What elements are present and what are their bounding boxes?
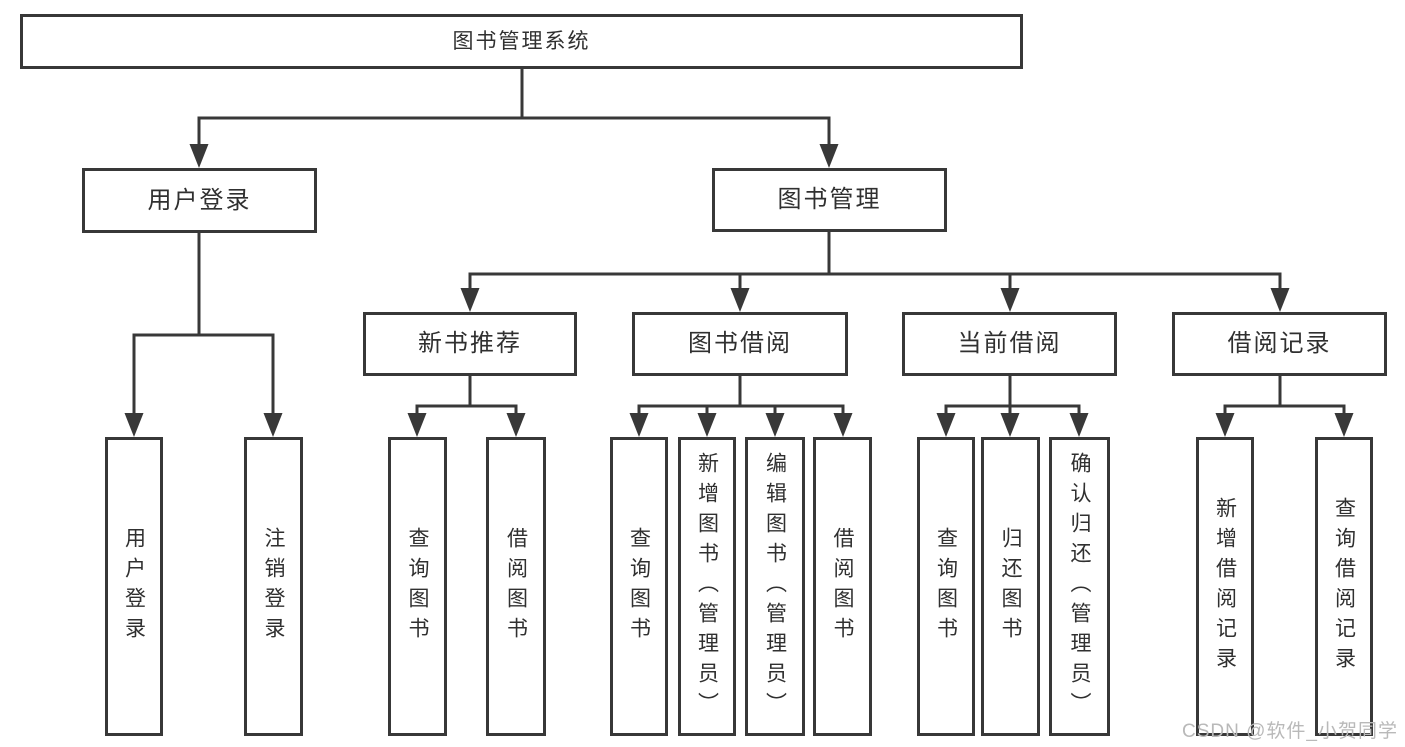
node-user-login: 用户登录 <box>82 168 317 233</box>
node-book-borrowing: 图书借阅 <box>632 312 848 376</box>
node-book-management: 图书管理 <box>712 168 947 232</box>
leaf-query-books-current: 查询图书 <box>917 437 975 736</box>
leaf-edit-book-admin: 编辑图书（管理员） <box>745 437 805 736</box>
node-current-borrowing: 当前借阅 <box>902 312 1117 376</box>
leaf-query-books-recommend: 查询图书 <box>388 437 447 736</box>
leaf-add-borrow-record: 新增借阅记录 <box>1196 437 1254 736</box>
leaf-user-login: 用户登录 <box>105 437 163 736</box>
leaf-add-book-admin: 新增图书（管理员） <box>678 437 736 736</box>
leaf-borrow-books-recommend: 借阅图书 <box>486 437 546 736</box>
node-library-system: 图书管理系统 <box>20 14 1023 69</box>
leaf-return-book: 归还图书 <box>981 437 1040 736</box>
node-new-book-recommend: 新书推荐 <box>363 312 577 376</box>
leaf-borrow-books: 借阅图书 <box>813 437 872 736</box>
leaf-query-books-borrowing: 查询图书 <box>610 437 668 736</box>
leaf-confirm-return-admin: 确认归还（管理员） <box>1049 437 1110 736</box>
leaf-query-borrow-record: 查询借阅记录 <box>1315 437 1373 736</box>
leaf-logout: 注销登录 <box>244 437 303 736</box>
watermark: CSDN @软件_小贺同学 <box>1182 721 1398 742</box>
node-borrowing-records: 借阅记录 <box>1172 312 1387 376</box>
